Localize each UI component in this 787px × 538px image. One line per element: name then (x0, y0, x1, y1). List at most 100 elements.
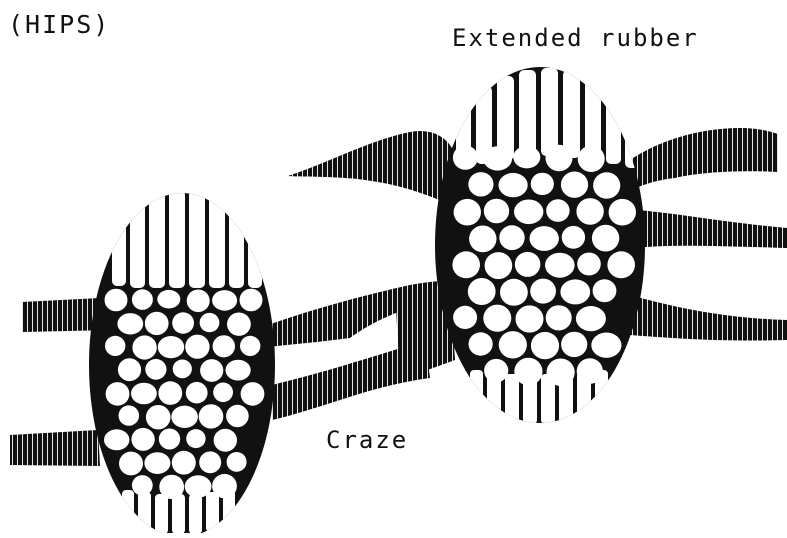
rubber-cell (560, 279, 590, 304)
rubber-cell (131, 428, 154, 451)
extended-rubber-label: Extended rubber (452, 24, 699, 52)
rubber-cell (453, 306, 477, 329)
rubber-cell (577, 358, 603, 384)
rubber-cell (146, 405, 171, 429)
rubber-cell (500, 279, 528, 306)
rubber-cell (469, 332, 493, 355)
rubber-cell (513, 146, 540, 168)
rubber-cell (186, 429, 205, 448)
craze-band-left-lower (10, 430, 100, 466)
rubber-cell (214, 429, 237, 452)
rubber-cell (119, 405, 140, 425)
rubber-cell (577, 253, 601, 276)
rubber-cell (173, 360, 192, 379)
rubber-cell (199, 451, 221, 473)
rubber-particle-right (435, 67, 645, 424)
rubber-cell (468, 172, 493, 196)
rubber-cell (145, 312, 169, 335)
rubber-cell (607, 251, 635, 278)
rubber-cell (531, 173, 554, 195)
rubber-cell (157, 290, 180, 309)
rubber-cell (105, 289, 128, 312)
rubber-cell (545, 253, 575, 278)
rubber-cell (469, 226, 496, 253)
rubber-cell (591, 333, 621, 358)
rubber-cell (212, 474, 237, 498)
rubber-cell (576, 198, 603, 225)
rubber-cell (118, 358, 141, 381)
rubber-cell (213, 383, 233, 403)
rubber-cell (132, 335, 156, 359)
rubber-cell (186, 382, 208, 404)
rubber-cell (185, 335, 209, 359)
rubber-cell (200, 359, 223, 382)
rubber-cell (484, 199, 509, 224)
craze-label: Craze (326, 426, 408, 454)
craze-band-right-middle (635, 210, 787, 248)
rubber-cell (468, 278, 496, 305)
rubber-cell (546, 145, 573, 171)
rubber-cell (227, 313, 251, 336)
rubber-cell (609, 199, 636, 226)
rubber-cell (593, 279, 617, 302)
rubber-cell (592, 225, 619, 252)
rubber-cell (104, 429, 129, 450)
rubber-cell (132, 475, 153, 495)
rubber-cell (454, 199, 481, 226)
rubber-cell (514, 358, 542, 386)
rubber-cell (516, 305, 544, 332)
figure-title: (HIPS) (8, 10, 110, 39)
rubber-cell (240, 289, 263, 312)
rubber-cell (453, 145, 478, 169)
rubber-cell (117, 313, 143, 334)
rubber-cell (561, 172, 588, 198)
rubber-cell (546, 305, 572, 330)
rubber-cell (106, 382, 130, 406)
rubber-cell (498, 173, 527, 197)
rubber-cell (241, 382, 265, 406)
rubber-cell (185, 475, 212, 497)
rubber-cell (132, 289, 153, 310)
rubber-particle-left (89, 190, 275, 533)
rubber-cell (212, 290, 237, 311)
rubber-cell (144, 452, 170, 474)
rubber-cell (561, 332, 587, 357)
rubber-cell (483, 305, 511, 332)
rubber-cell (547, 359, 575, 387)
rubber-cell (119, 452, 143, 476)
rubber-cell (530, 279, 556, 304)
rubber-cell (531, 332, 559, 359)
rubber-cell (226, 360, 251, 381)
rubber-cell (213, 335, 235, 357)
rubber-cell (158, 336, 184, 358)
rubber-cell (172, 312, 194, 333)
rubber-cell (546, 199, 569, 222)
rubber-cell (145, 359, 166, 380)
rubber-cell (171, 406, 198, 428)
rubber-cell (499, 331, 527, 358)
rubber-cell (172, 451, 196, 475)
rubber-cell (578, 146, 605, 172)
rubber-cell (514, 200, 543, 225)
rubber-cell (483, 146, 512, 170)
rubber-cell (485, 252, 513, 279)
rubber-cell (159, 429, 180, 450)
rubber-cell (105, 336, 125, 356)
rubber-cell (200, 313, 220, 332)
rubber-cell (499, 225, 524, 250)
rubber-cell (515, 252, 541, 277)
rubber-cell (530, 226, 559, 251)
rubber-cell (452, 251, 480, 278)
craze-band-top (288, 131, 452, 206)
craze-band-right-top (630, 128, 778, 190)
rubber-cell (131, 383, 157, 405)
rubber-cell (158, 381, 182, 405)
rubber-cell (240, 336, 260, 356)
rubber-cell (484, 359, 508, 383)
rubber-cell (227, 452, 247, 472)
rubber-cell (159, 475, 184, 499)
rubber-cell (562, 226, 585, 249)
craze-band-right-lower (630, 295, 787, 341)
rubber-cell (199, 404, 224, 428)
